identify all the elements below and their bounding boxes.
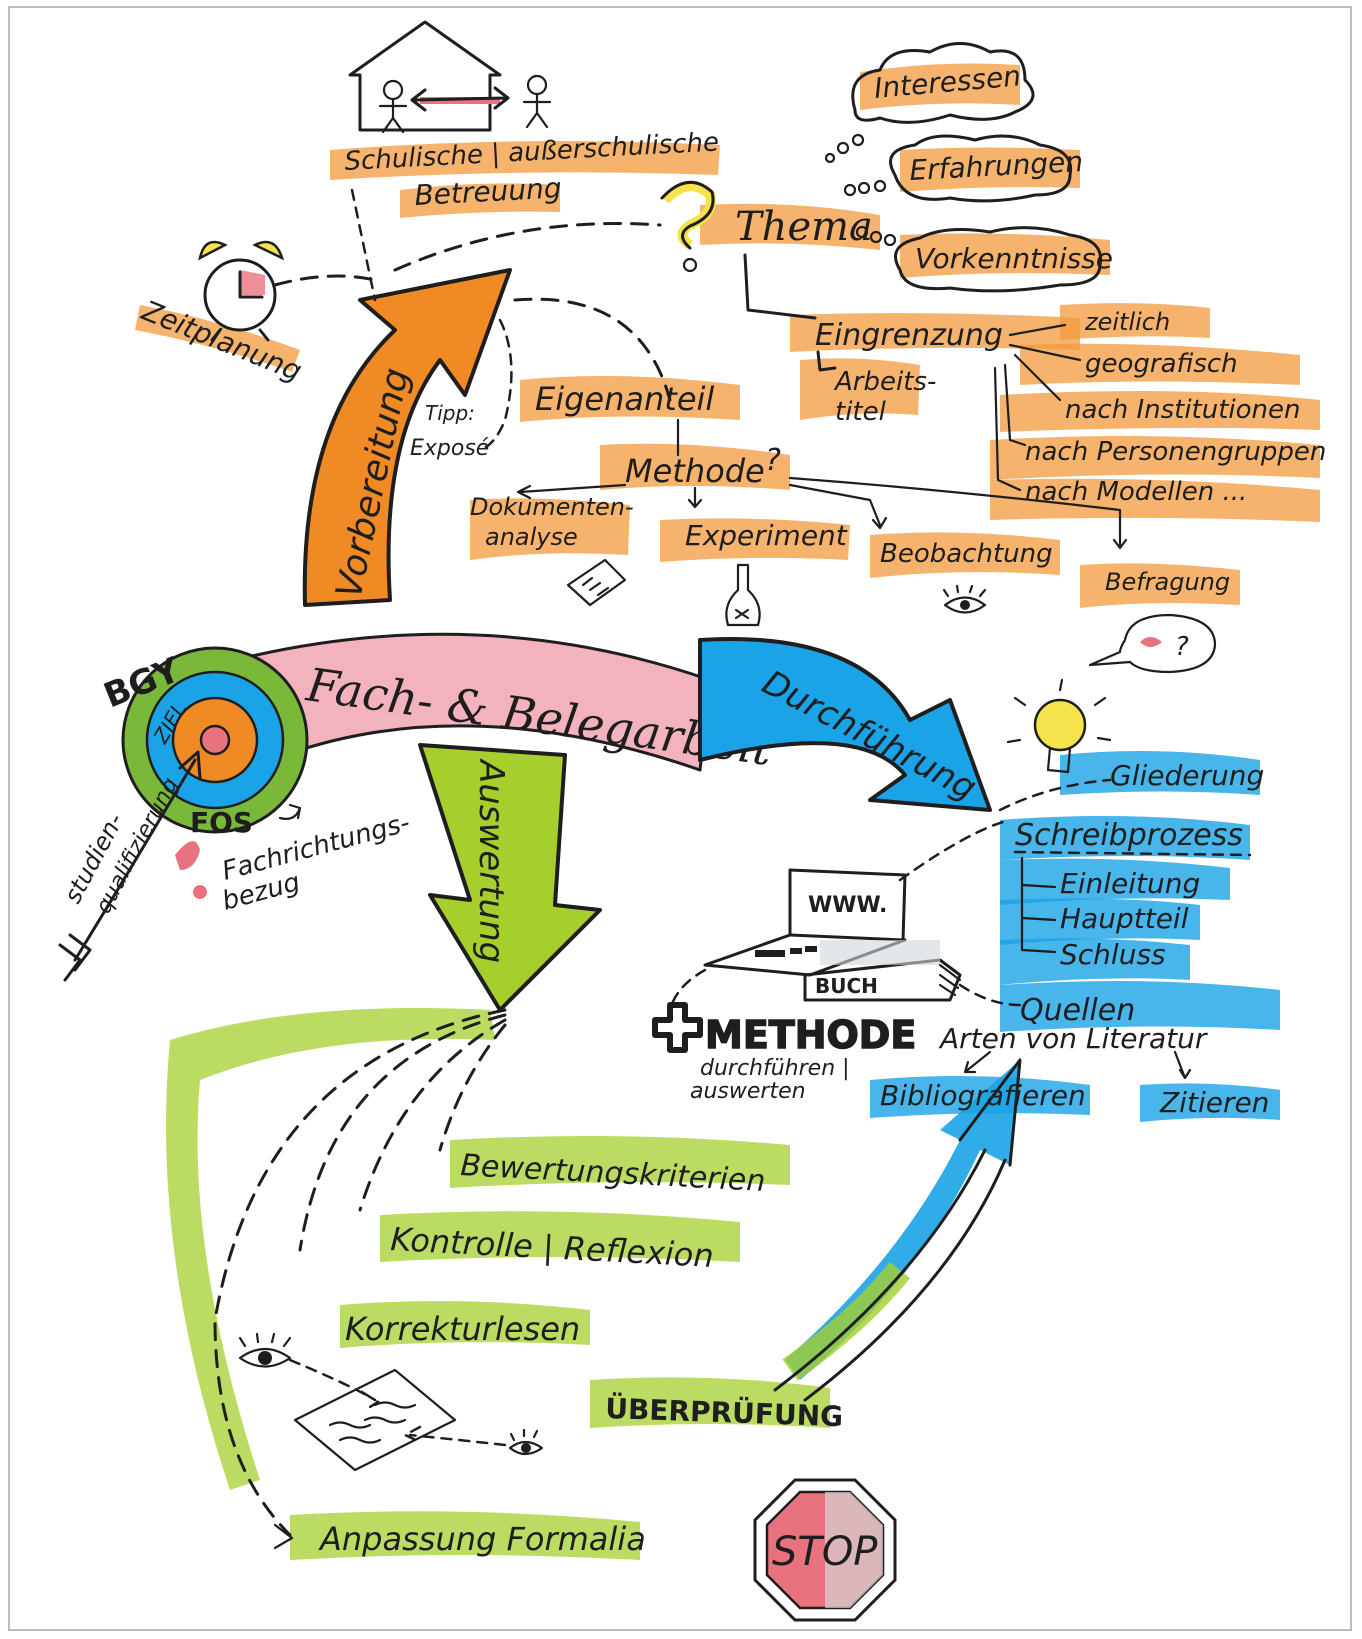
www-label: WWW. [808,893,887,918]
part-hauptteil: Hauptteil [1060,902,1189,935]
person-icon [378,79,408,134]
arbeitstitel-connector [816,350,837,372]
speech-bubble-icon: ? [1088,613,1217,674]
auswertung-arrow[interactable]: Auswertung [418,743,602,1012]
methode-label: Methode [625,452,765,490]
schreibprozess-tree [1020,856,1057,954]
fos-label: FOS [190,806,253,839]
ueberpruefung-label: ÜBERPRÜFUNG [605,1391,844,1433]
exchange-arrow [410,86,510,112]
auswertung-label: Auswertung [471,758,511,963]
person-icon-outside [522,74,552,129]
eigenanteil-connector [513,297,672,402]
laptop-to-schreibprozess [898,818,1012,882]
page-border [8,6,1352,1631]
methode-question-mark: ? [765,443,781,478]
blue-highlights [870,751,1280,1122]
bibliografieren-label: Bibliografieren [880,1079,1086,1112]
tipp-line1: Tipp: [425,401,475,425]
durchfuehren-line1: durchführen | [700,1056,850,1081]
ueberpruefung-arrow [773,1058,1022,1402]
gliederung-connector [998,778,1112,812]
stop-sign-icon: STOP [753,1478,897,1622]
green-highlights [166,1008,830,1560]
book-icon: BUCH [803,940,962,1002]
arbeitstitel-line1: Arbeits- [833,367,936,397]
limit-zeitlich: zeitlich [1084,308,1170,336]
limit-personengruppen: nach Personengruppen [1025,437,1326,467]
eye-to-paper [288,1358,381,1412]
eye2-to-paper [402,1425,507,1447]
methode-dokumentenanalyse-1: Dokumenten- [470,493,634,521]
quellen-label: Quellen [1020,993,1135,1028]
schreibprozess-underline [1013,850,1252,857]
question-mark-icon [660,181,716,273]
durchfuehrung-arrow[interactable]: Durchführung [698,637,992,812]
methode-beobachtung: Beobachtung [880,539,1053,569]
part-schluss: Schluss [1060,938,1166,971]
eye-icon-small [508,1428,544,1456]
arten-arrow-left [963,1050,992,1074]
eingrenzung-branches [993,323,1082,492]
methode-befragung: Befragung [1105,568,1230,596]
gliederung-label: Gliederung [1110,759,1264,792]
studien-arrow [58,750,202,982]
arten-label: Arten von Literatur [938,1022,1208,1055]
betreuung-connector [350,188,377,302]
schreibprozess-label: Schreibprozess [1015,818,1243,853]
arten-arrow-right [1173,1050,1192,1080]
book-to-quellen [958,983,1022,1007]
durchfuehren-line2: auswerten [690,1079,806,1104]
document-icon [566,558,627,607]
thema-connector [393,221,662,272]
eingrenzung-connector [743,253,817,320]
fos-arrow [278,803,302,820]
eingrenzung-label: Eingrenzung [815,318,1003,353]
auswertung-dashed-fan [213,1008,507,1550]
tipp-connector [478,318,513,452]
exclamation-mark-icon [175,841,200,870]
flask-icon [725,563,761,627]
cloud-vorkenntnisse: Vorkenntnisse [915,242,1113,275]
arbeitstitel-line2: titel [835,397,887,427]
methode-experiment: Experiment [685,519,848,552]
eigenanteil-label: Eigenanteil [535,380,714,418]
thought-cloud-icon [824,42,1103,293]
methode-dokumentenanalyse-2: analyse [485,523,578,551]
methode-branches [516,476,1128,550]
eye-icon-korrektur [238,1332,292,1368]
stop-label: STOP [772,1529,878,1575]
orange-highlights [135,63,1320,608]
thema-label: Thema [735,204,873,250]
buch-label: BUCH [815,974,878,998]
plus-icon [652,1002,703,1053]
limit-institutionen: nach Institutionen [1065,395,1301,425]
item-anpassung: Anpassung Formalia [318,1520,646,1558]
limit-modellen: nach Modellen ... [1025,477,1247,507]
methode2-label: METHODE [705,1013,916,1057]
exclamation-dot [193,885,207,899]
paper-icon [293,1368,457,1472]
house-icon [348,20,502,132]
item-korrekturlesen: Korrekturlesen [345,1310,580,1348]
svg-text:?: ? [1175,632,1189,662]
eye-icon [942,584,987,614]
limit-geografisch: geografisch [1085,349,1238,379]
light-bulb-icon [1006,678,1112,774]
zitieren-label: Zitieren [1159,1086,1269,1119]
tipp-line2: Exposé [410,436,489,461]
zeit-connector [273,274,377,287]
betreuung-line2: Betreuung [414,171,563,212]
part-einleitung: Einleitung [1060,867,1200,900]
alarm-clock-icon [198,240,285,342]
